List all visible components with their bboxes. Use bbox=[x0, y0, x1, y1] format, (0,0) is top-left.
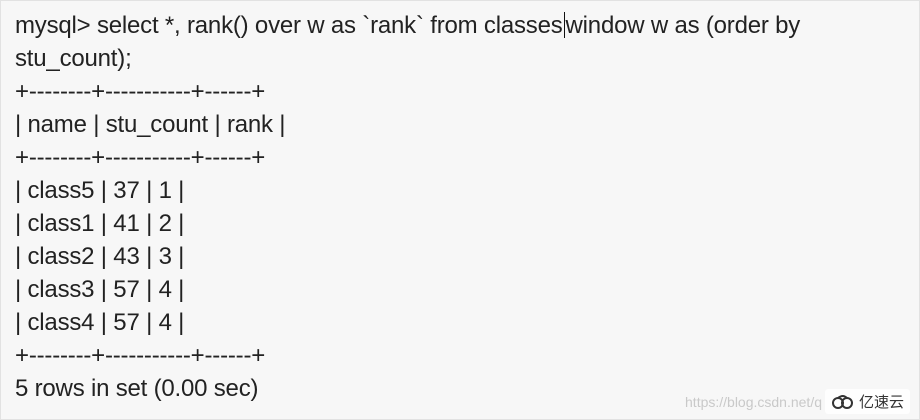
table-border-mid: +--------+-----------+------+ bbox=[15, 144, 266, 171]
table-border-bottom: +--------+-----------+------+ bbox=[15, 342, 266, 369]
logo-text: 亿速云 bbox=[858, 393, 904, 411]
command-text-rest: window w as (order by bbox=[565, 12, 801, 39]
command-line: mysql> select *, rank() over w as `rank`… bbox=[15, 9, 905, 42]
table-row: | class1 | 41 | 2 | bbox=[15, 210, 185, 237]
brand-logo: 亿速云 bbox=[824, 389, 910, 414]
cloud-logo-icon bbox=[831, 394, 853, 409]
table-row: | class2 | 43 | 3 | bbox=[15, 243, 185, 270]
watermark-url: https://blog.csdn.net/q bbox=[685, 394, 822, 410]
table-border-top: +--------+-----------+------+ bbox=[15, 78, 266, 105]
command-line-continued: stu_count); bbox=[15, 45, 132, 72]
command-text: mysql> select *, rank() over w as `rank`… bbox=[15, 12, 563, 39]
result-summary: 5 rows in set (0.00 sec) bbox=[15, 375, 259, 402]
table-row: | class5 | 37 | 1 | bbox=[15, 177, 185, 204]
table-header: | name | stu_count | rank | bbox=[15, 111, 286, 138]
table-row: | class4 | 57 | 4 | bbox=[15, 309, 185, 336]
table-row: | class3 | 57 | 4 | bbox=[15, 276, 185, 303]
text-cursor bbox=[563, 12, 565, 38]
